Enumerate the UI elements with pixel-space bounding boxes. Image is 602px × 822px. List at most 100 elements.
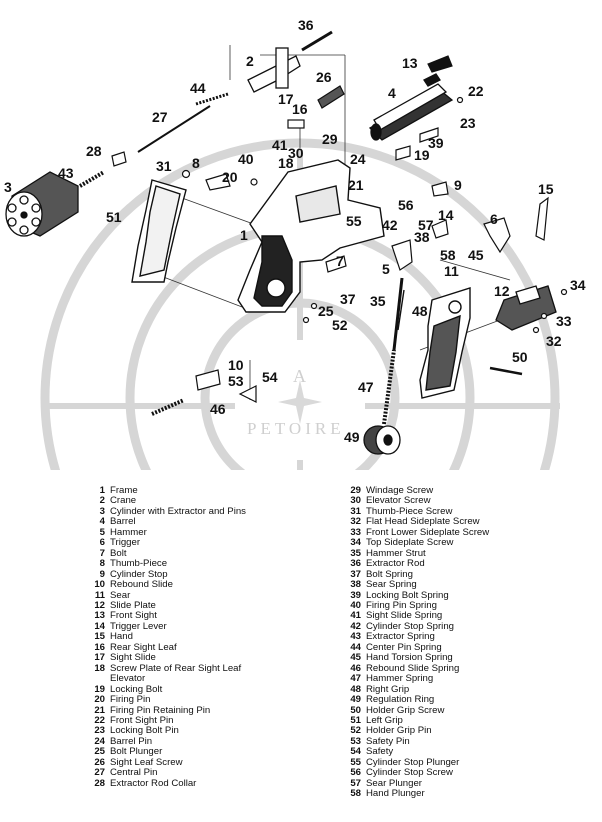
callout-labels: 36 2 13 26 44 4 22 17 16 27 23 29 39 41 … bbox=[4, 17, 586, 445]
callout-30: 30 bbox=[288, 145, 304, 161]
legend-part-number: 29 bbox=[350, 485, 361, 496]
legend-part-name: Hammer Strut bbox=[366, 547, 426, 559]
legend-part-number: 14 bbox=[94, 620, 105, 632]
legend-part-name: Hammer Spring bbox=[366, 673, 434, 685]
legend-part-name: Central Pin bbox=[110, 767, 158, 779]
barrel-part bbox=[368, 73, 454, 141]
legend-part-name: Elevator Screw bbox=[366, 495, 431, 507]
legend-part-number: 11 bbox=[94, 589, 105, 601]
callout-22: 22 bbox=[468, 83, 484, 99]
legend-part-number: 12 bbox=[94, 599, 105, 611]
callout-3: 3 bbox=[4, 179, 12, 195]
exploded-parts-diagram: A PETOIRE bbox=[4, 17, 586, 470]
legend-part-name: Barrel Pin bbox=[110, 735, 153, 747]
legend-part-number: 26 bbox=[94, 756, 105, 768]
legend-part-number: 21 bbox=[94, 704, 105, 716]
legend-part-number: 33 bbox=[350, 526, 361, 538]
legend-part-name: Left Grip bbox=[366, 714, 403, 726]
legend-part-name: Thumb-Piece Screw bbox=[366, 505, 453, 517]
legend-part-name: Extractor Rod Collar bbox=[110, 777, 197, 789]
springs-and-rods bbox=[78, 30, 523, 425]
watermark-letter: A bbox=[293, 366, 306, 386]
callout-1: 1 bbox=[240, 227, 248, 243]
legend-row: 57 Sear Plunger bbox=[337, 777, 489, 789]
legend-part-number: 40 bbox=[350, 599, 361, 611]
legend-row: Elevator bbox=[81, 673, 246, 685]
legend-part-number: 54 bbox=[350, 746, 361, 758]
legend-part-number: 58 bbox=[350, 788, 361, 800]
legend-part-number: 24 bbox=[94, 735, 105, 747]
callout-18: 18 bbox=[278, 155, 294, 171]
legend-part-name: Firing Pin Retaining Pin bbox=[110, 704, 211, 716]
legend-part-number: 25 bbox=[94, 746, 105, 758]
legend-part-number: 30 bbox=[350, 495, 361, 507]
legend-row: 21 Firing Pin Retaining Pin bbox=[81, 704, 246, 716]
callout-48: 48 bbox=[412, 303, 428, 319]
legend-part-number: 16 bbox=[94, 641, 105, 653]
legend-part-number: 9 bbox=[99, 568, 105, 580]
legend-part-number: 57 bbox=[350, 777, 361, 789]
legend-part-name: Hammer bbox=[110, 526, 147, 538]
callout-56: 56 bbox=[398, 197, 414, 213]
legend-part-number: 55 bbox=[350, 756, 361, 768]
legend-part-name: Top Sideplate Screw bbox=[366, 537, 454, 549]
callout-40: 40 bbox=[238, 151, 254, 167]
legend-part-name: Firing Pin Spring bbox=[366, 599, 437, 611]
legend-part-name: Trigger bbox=[110, 537, 141, 549]
legend-part-number: 23 bbox=[94, 725, 105, 737]
legend-row: 12 Slide Plate bbox=[81, 599, 246, 611]
legend-row: 40 Firing Pin Spring bbox=[337, 599, 489, 611]
callout-43: 43 bbox=[58, 165, 74, 181]
legend-part-number: 5 bbox=[99, 526, 105, 538]
legend-part-name: Slide Plate bbox=[110, 599, 156, 611]
legend-part-name: Hand Torsion Spring bbox=[366, 652, 453, 664]
callout-58: 58 bbox=[440, 247, 456, 263]
legend-part-number: 31 bbox=[350, 505, 361, 517]
watermark-star bbox=[278, 380, 322, 424]
legend-part-name: Elevator bbox=[110, 673, 146, 685]
legend-part-number: 7 bbox=[99, 547, 105, 559]
legend-part-number: 19 bbox=[94, 683, 105, 695]
callout-15: 15 bbox=[538, 181, 554, 197]
callout-20: 20 bbox=[222, 169, 238, 185]
callout-45: 45 bbox=[468, 247, 484, 263]
legend-part-number: 39 bbox=[350, 589, 361, 601]
legend-part-name: Sight Slide Spring bbox=[366, 610, 443, 622]
right-grip-part bbox=[419, 287, 471, 399]
legend-part-number: 53 bbox=[350, 735, 361, 747]
legend-part-number: 10 bbox=[94, 579, 105, 591]
legend-part-name: Cylinder Stop bbox=[110, 568, 168, 580]
legend-part-number: 27 bbox=[94, 767, 105, 779]
callout-32: 32 bbox=[546, 333, 562, 349]
legend-part-name: Hand bbox=[110, 631, 133, 643]
callout-24: 24 bbox=[350, 151, 366, 167]
callout-50: 50 bbox=[512, 349, 528, 365]
callout-53: 53 bbox=[228, 373, 244, 389]
legend-part-name: Cylinder Stop Screw bbox=[366, 767, 453, 779]
legend-part-name: Thumb-Piece bbox=[110, 558, 168, 570]
legend-part-name: Sear Plunger bbox=[366, 777, 422, 789]
